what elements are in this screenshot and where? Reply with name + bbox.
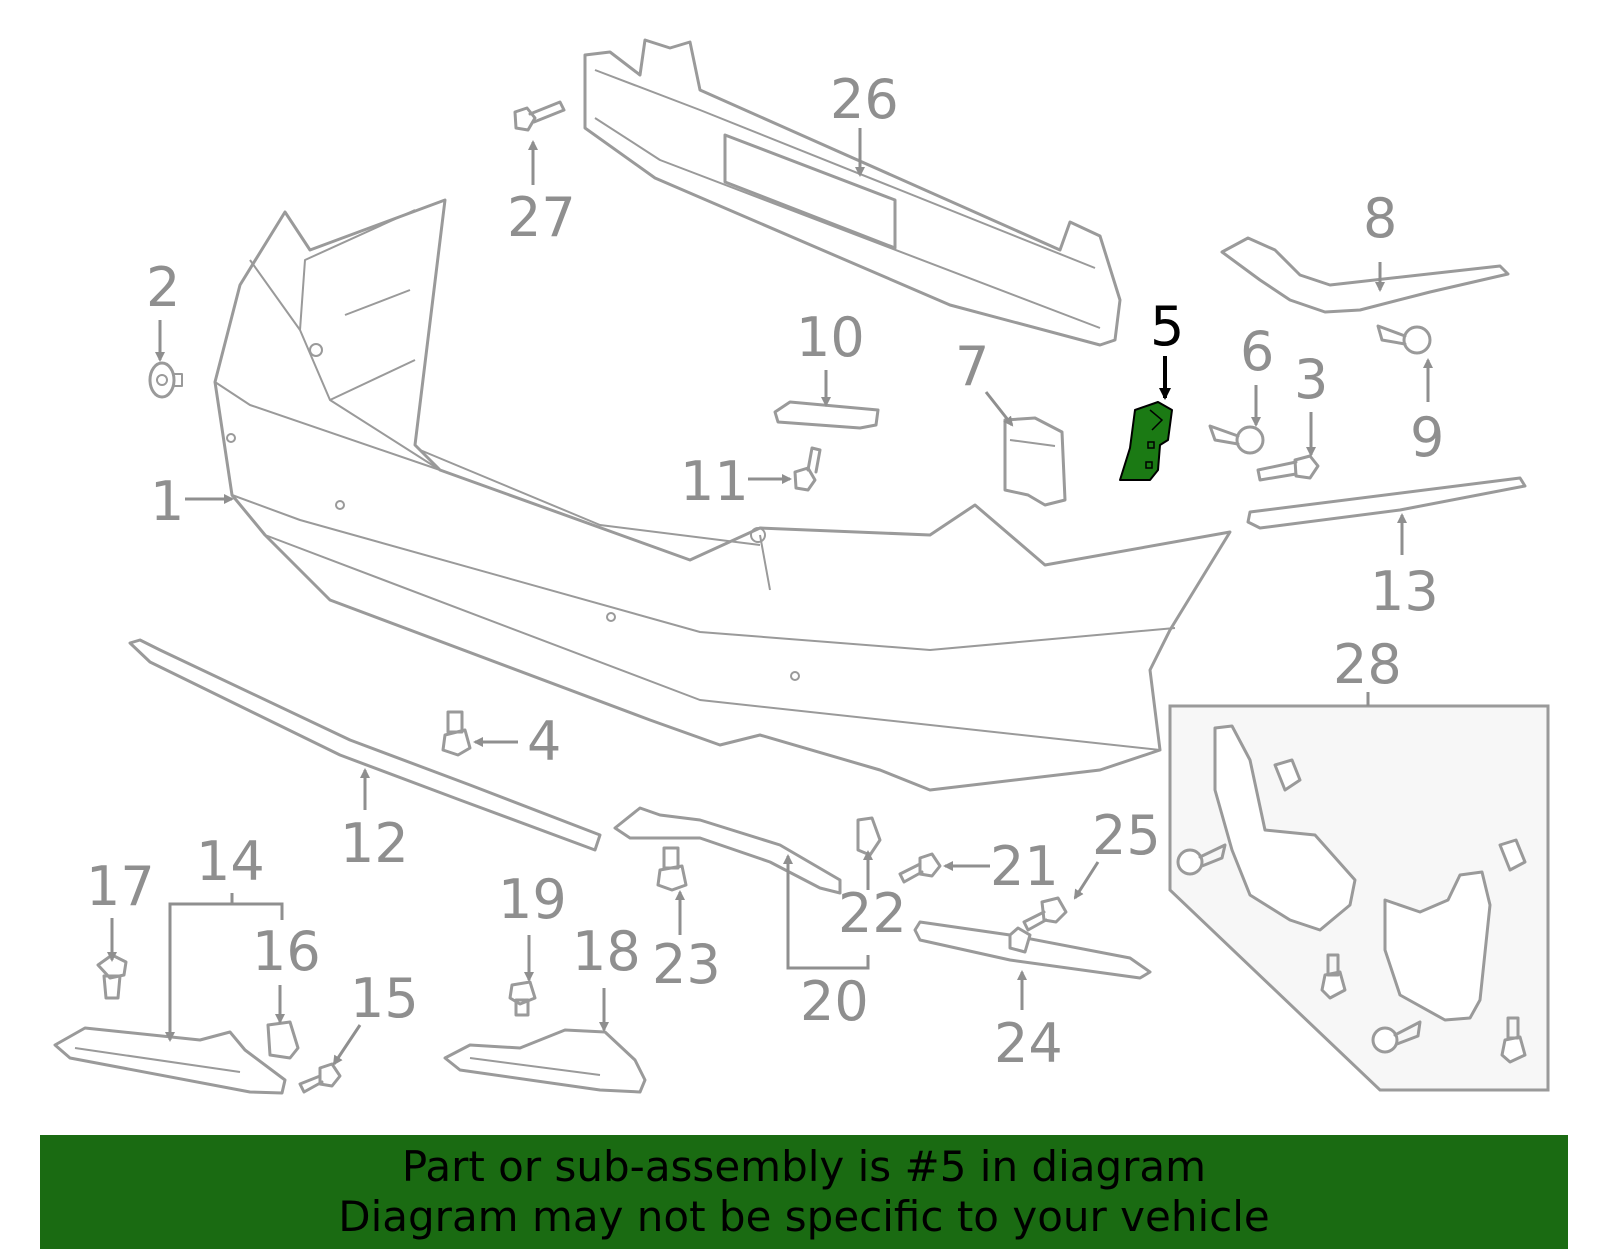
bolt-part-19 (508, 980, 537, 1017)
bolt-part-3 (1256, 454, 1320, 482)
callout-16: 16 (252, 920, 321, 983)
callout-18: 18 (572, 920, 641, 983)
reflector-lamp-part-18 (443, 1028, 647, 1094)
callout-10: 10 (796, 306, 865, 369)
callout-21: 21 (990, 835, 1059, 898)
clip-part-2 (148, 361, 183, 399)
lower-trim-part (128, 638, 602, 852)
bolt-part-11 (793, 446, 822, 492)
callout-28: 28 (1333, 633, 1402, 696)
callout-25: 25 (1092, 804, 1161, 867)
callout-17: 17 (86, 855, 155, 918)
callout-19: 19 (498, 868, 567, 931)
clip-part-4 (441, 710, 472, 757)
callout-5-highlighted: 5 (1150, 295, 1184, 358)
callout-12: 12 (340, 812, 409, 875)
bolt-part-15 (298, 1062, 342, 1094)
mudflap-kit-part-28 (1168, 704, 1550, 1092)
bracket-part-7 (1003, 416, 1067, 507)
bolt-part-27 (513, 100, 566, 132)
callout-14: 14 (196, 830, 265, 893)
bracket-part-22 (856, 816, 882, 857)
callout-labels: 1 2 3 4 5 6 7 8 9 10 11 12 13 14 15 16 1… (86, 68, 1444, 1075)
info-banner: Part or sub-assembly is #5 in diagram Di… (40, 1135, 1568, 1249)
reflector-lamp-part-14 (53, 1026, 287, 1095)
callout-2: 2 (146, 256, 180, 319)
trim-part-13 (1246, 476, 1527, 530)
highlighted-bracket-part-5 (1119, 401, 1173, 481)
banner-line-part-number: Part or sub-assembly is #5 in diagram (401, 1142, 1207, 1191)
screw-part-9 (1376, 324, 1432, 355)
leader-lines (107, 128, 1433, 1066)
callout-24: 24 (994, 1012, 1063, 1075)
callout-26: 26 (830, 68, 899, 131)
callout-27: 27 (507, 186, 576, 249)
bracket-part-20 (613, 806, 842, 895)
screw-part-6 (1208, 424, 1265, 455)
callout-7: 7 (955, 335, 989, 398)
callout-15: 15 (350, 967, 419, 1030)
bolt-part-21 (898, 852, 942, 884)
callout-3: 3 (1294, 348, 1328, 411)
callout-4: 4 (527, 710, 561, 773)
callout-20: 20 (800, 970, 869, 1033)
banner-line-disclaimer: Diagram may not be specific to your vehi… (338, 1192, 1270, 1241)
callout-6: 6 (1240, 320, 1274, 383)
clip-part-17 (96, 953, 128, 1000)
callout-8: 8 (1363, 187, 1397, 250)
callout-22: 22 (838, 882, 907, 945)
bracket-part-8 (1220, 236, 1510, 314)
callout-23: 23 (652, 933, 721, 996)
bumper-cover-part (213, 198, 1232, 792)
callout-1: 1 (150, 470, 184, 533)
bumper-reinforcement-part (583, 38, 1122, 347)
callout-13: 13 (1370, 560, 1439, 623)
trim-part-24 (913, 920, 1152, 980)
bracket-part-10 (773, 400, 880, 430)
clip-part-23 (656, 846, 688, 892)
bolt-part-25 (1022, 896, 1068, 932)
callout-9: 9 (1410, 406, 1444, 469)
callout-11: 11 (680, 450, 749, 513)
bracket-part-16 (266, 1020, 300, 1060)
